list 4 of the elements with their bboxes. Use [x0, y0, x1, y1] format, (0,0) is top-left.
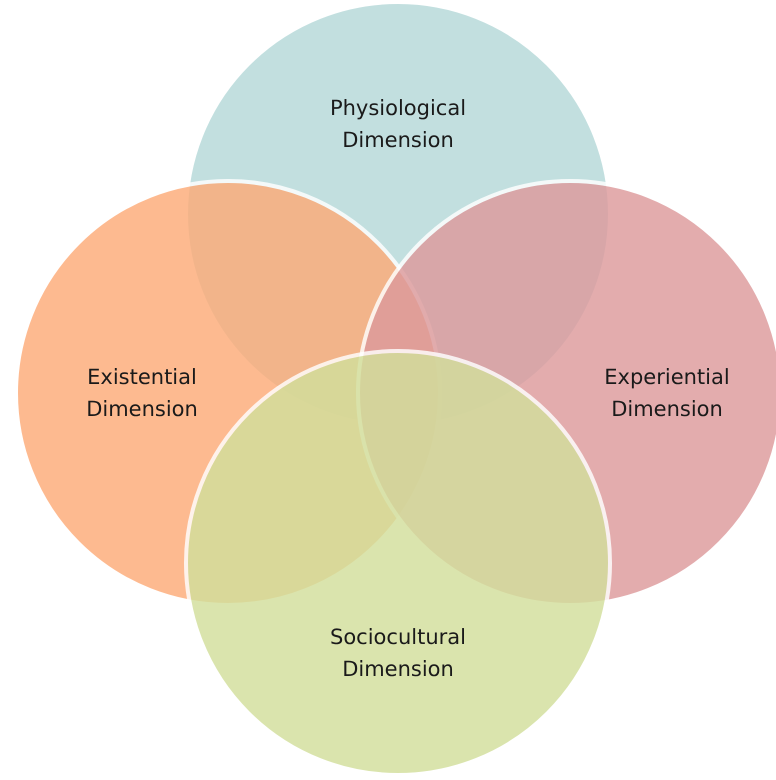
circle-label: Sociocultural Dimension [329, 624, 467, 683]
circle-label: Existential Dimension [85, 364, 199, 423]
circle-label: Experiential Dimension [603, 364, 731, 423]
circle-label: Physiological Dimension [328, 95, 468, 154]
